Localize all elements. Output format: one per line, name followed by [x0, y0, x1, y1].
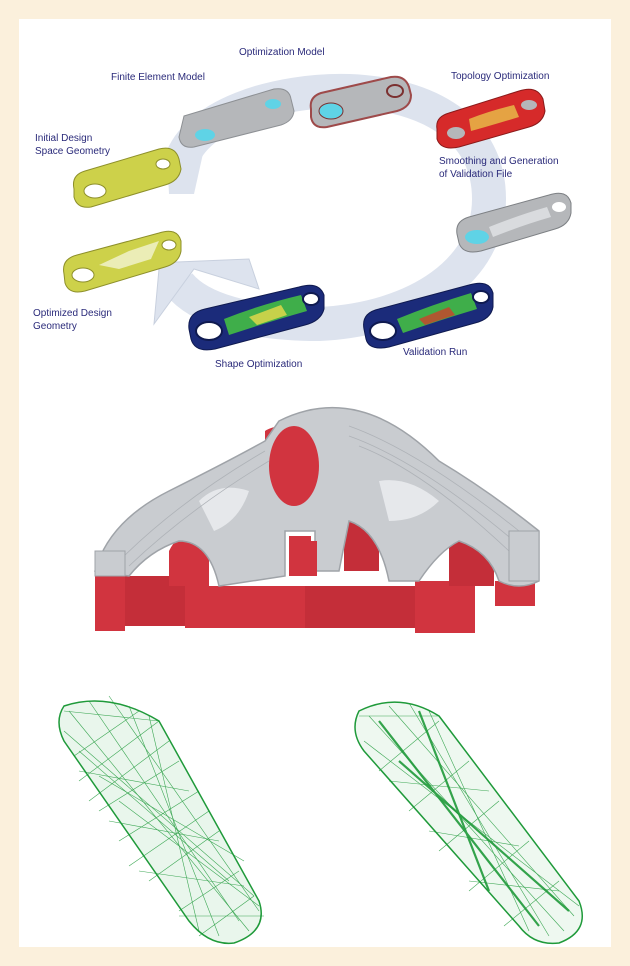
printed-bracket-render	[19, 381, 611, 681]
label-finite-element-model: Finite Element Model	[111, 72, 205, 83]
label-optimized-line1: Optimized Design	[33, 308, 112, 319]
lattice-left	[59, 696, 264, 943]
optimization-workflow-diagram: Optimization Model Finite Element Model …	[19, 19, 611, 381]
label-topology-optimization: Topology Optimization	[451, 71, 549, 82]
lattice-right	[355, 702, 582, 943]
label-smoothing-line1: Smoothing and Generation	[439, 156, 559, 167]
label-initial-design-line1: Initial Design	[35, 133, 92, 144]
fem-hole-icon	[195, 129, 215, 141]
label-optimization-model: Optimization Model	[239, 47, 325, 58]
bracket-render-svg	[19, 381, 611, 681]
workflow-cycle-svg: Optimization Model Finite Element Model …	[19, 19, 611, 381]
top-opening	[269, 426, 319, 506]
lattice-svg	[19, 681, 611, 947]
topology-optimization-part	[437, 89, 545, 148]
label-optimized-line2: Geometry	[33, 321, 77, 332]
lattice-wireframes	[19, 681, 611, 947]
label-validation-run: Validation Run	[403, 347, 467, 358]
label-shape-optimization: Shape Optimization	[215, 359, 302, 370]
label-initial-design-line2: Space Geometry	[35, 146, 110, 157]
label-smoothing-line2: of Validation File	[439, 169, 513, 180]
